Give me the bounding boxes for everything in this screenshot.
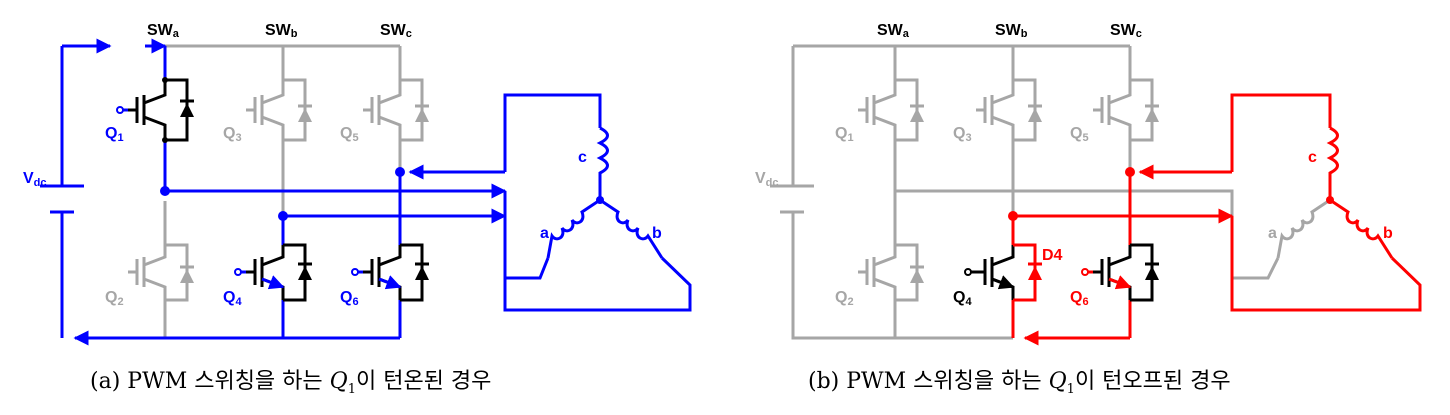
switch-q2-b xyxy=(858,243,924,302)
panel-b-inactive-wiring xyxy=(770,44,1331,340)
label-phase-a-a: a xyxy=(540,225,549,242)
caption-a: (a) PWM 스위칭을 하는 Q1이 턴온된 경우 xyxy=(90,369,491,397)
label-phase-a-b: a xyxy=(1268,225,1277,242)
switch-q4-a xyxy=(234,243,312,302)
label-q2-a: Q2 xyxy=(105,289,124,308)
switch-q5-b xyxy=(1093,78,1159,142)
label-q1-a: Q1 xyxy=(105,125,124,144)
switch-q1-b xyxy=(858,78,924,142)
panel-b: SWa SWb SWc Vdc Q1 Q2 Q3 Q4 Q5 Q6 D4 a b… xyxy=(755,22,1422,397)
label-q2-b: Q2 xyxy=(835,289,854,308)
label-phase-b-b: b xyxy=(1383,225,1393,242)
label-swc-a: SWc xyxy=(380,22,412,40)
switch-q4-b xyxy=(964,243,1042,302)
dc-source-a xyxy=(40,184,84,214)
switch-q6-a xyxy=(351,243,429,302)
label-d4-b: D4 xyxy=(1042,247,1063,264)
label-swb-b: SWb xyxy=(995,22,1028,40)
label-q4-b: Q4 xyxy=(953,289,972,308)
label-q6-b: Q6 xyxy=(1070,289,1089,308)
label-phase-b-a: b xyxy=(652,225,662,242)
label-q5-b: Q5 xyxy=(1070,125,1089,144)
label-q3-a: Q3 xyxy=(223,125,242,144)
switch-q3-b xyxy=(976,78,1042,142)
panel-b-current-path xyxy=(1008,93,1422,346)
label-phase-c-a: c xyxy=(578,149,587,166)
switch-q5-a xyxy=(363,78,429,142)
label-q3-b: Q3 xyxy=(953,125,972,144)
switch-q2-a xyxy=(128,243,194,302)
label-vdc-a: Vdc xyxy=(23,170,47,189)
panel-a: SWa SWb SWc Vdc Q1 Q2 Q3 Q4 Q5 Q6 a b c … xyxy=(23,22,692,397)
label-vdc-b: Vdc xyxy=(755,170,779,189)
label-swa-a: SWa xyxy=(147,22,180,40)
label-q5-a: Q5 xyxy=(340,125,359,144)
label-q4-a: Q4 xyxy=(223,289,242,308)
switch-q3-a xyxy=(246,78,312,142)
label-q6-a: Q6 xyxy=(340,289,359,308)
label-q1-b: Q1 xyxy=(835,125,854,144)
label-swa-b: SWa xyxy=(877,22,910,40)
switch-q6-b xyxy=(1081,243,1159,302)
panel-a-current-path xyxy=(60,38,692,346)
label-swb-a: SWb xyxy=(265,22,298,40)
label-phase-c-b: c xyxy=(1308,149,1317,166)
label-swc-b: SWc xyxy=(1110,22,1142,40)
switch-q1-a xyxy=(116,77,194,143)
caption-b: (b) PWM 스위칭을 하는 Q1이 턴오프된 경우 xyxy=(808,369,1231,397)
